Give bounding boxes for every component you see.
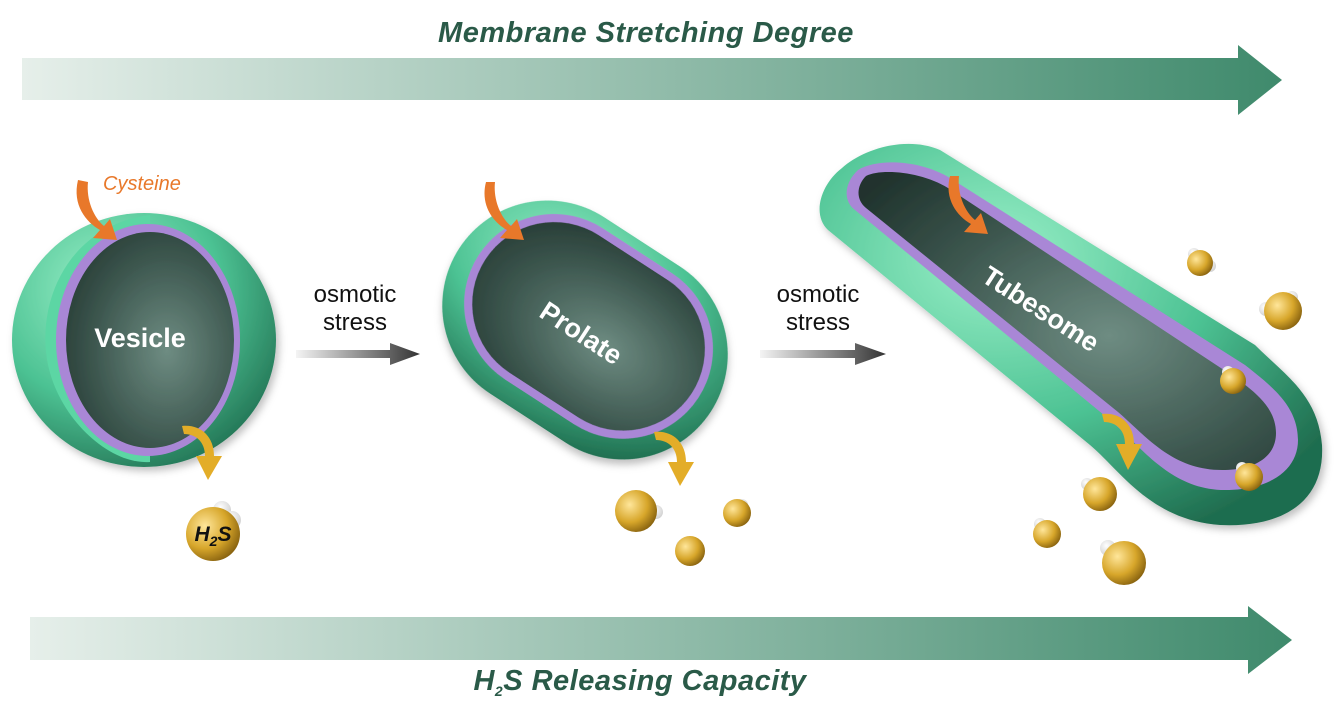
release-arrow-vesicle [182, 425, 222, 480]
sulfur-atom [186, 507, 240, 561]
h2s-molecule [675, 536, 705, 566]
cysteine-label: Cysteine [103, 173, 181, 195]
step-2-line-1: osmotic [777, 281, 860, 308]
bottom-arrow-label: H2S Releasing Capacity [473, 665, 807, 699]
h2s-molecule [1033, 518, 1061, 548]
sulfur-atom [1187, 250, 1213, 276]
sulfur-atom [615, 490, 657, 532]
h2s-molecule [615, 490, 663, 532]
step-1-line-2: stress [323, 309, 387, 336]
release-arrow-tubesome [1102, 413, 1142, 470]
vesicle-label: Vesicle [94, 323, 186, 353]
step-2-arrow [760, 343, 886, 365]
h2s-molecule [1259, 291, 1302, 330]
tubesome-shape [819, 143, 1323, 526]
prolate-interior [472, 222, 705, 431]
sulfur-atom [1264, 292, 1302, 330]
top-arrow-label: Membrane Stretching Degree [438, 17, 854, 49]
h2s-label: H2S [195, 523, 232, 549]
h2s-molecule [723, 499, 751, 527]
h2s-molecule-labeled: H2S [186, 501, 241, 561]
sulfur-atom [1235, 463, 1263, 491]
release-arrow-prolate [654, 431, 694, 486]
osmotic-stress-step-1: osmotic stress [296, 281, 420, 365]
h2s-molecule [1187, 248, 1216, 276]
sulfur-atom [1102, 541, 1146, 585]
sulfur-atom [723, 499, 751, 527]
step-1-arrow [296, 343, 420, 365]
h2s-molecule [1081, 477, 1117, 511]
step-1-line-1: osmotic [314, 281, 397, 308]
h2s-molecule [1100, 540, 1146, 585]
tubesome-interior [858, 172, 1276, 470]
vesicle-shape: Vesicle [12, 213, 276, 467]
h2s-capacity-arrow: H2S Releasing Capacity [30, 606, 1292, 699]
sulfur-atom [675, 536, 705, 566]
membrane-stretching-arrow: Membrane Stretching Degree [22, 17, 1282, 115]
h2s-molecule [1220, 366, 1246, 394]
sulfur-atom [1083, 477, 1117, 511]
cysteine-arrow-prolate [484, 182, 524, 240]
osmotic-stress-step-2: osmotic stress [760, 281, 886, 365]
h2s-molecule [1235, 462, 1263, 491]
top-arrow-shape [22, 45, 1282, 115]
prolate-shape [442, 200, 728, 460]
step-2-line-2: stress [786, 309, 850, 336]
cysteine-arrow-vesicle [76, 180, 117, 240]
sulfur-atom [1033, 520, 1061, 548]
sulfur-atom [1220, 368, 1246, 394]
vesicle-interior [66, 232, 234, 448]
bottom-arrow-shape [30, 606, 1292, 674]
cysteine-arrow-tubesome [948, 176, 988, 234]
